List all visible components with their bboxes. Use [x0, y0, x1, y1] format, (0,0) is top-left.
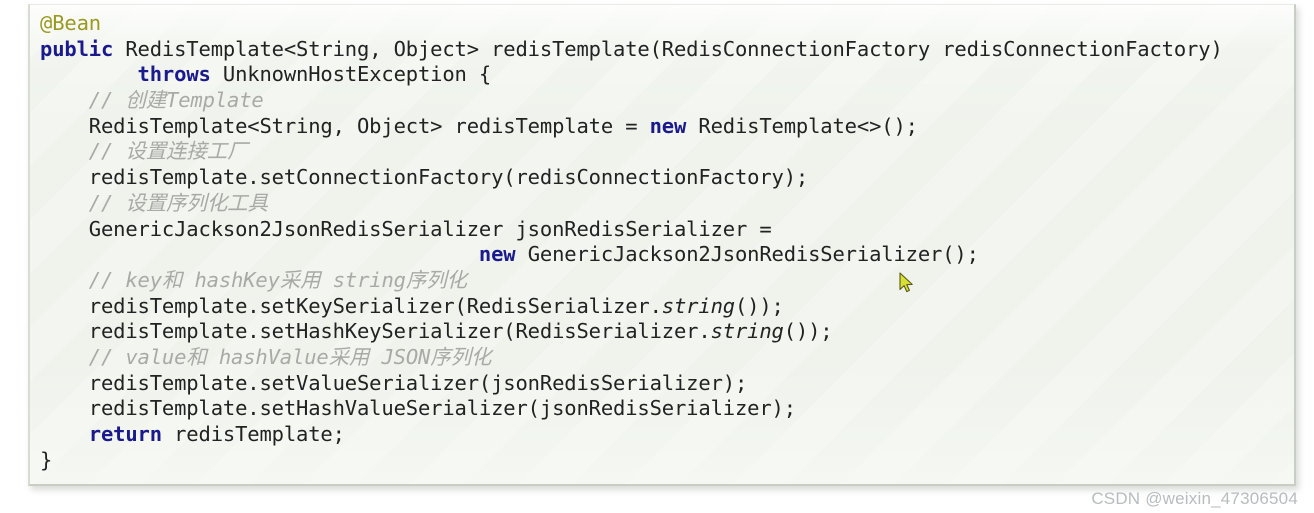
code-line-17-text: redisTemplate; — [161, 422, 345, 446]
comment-value-hashvalue: // value和 hashValue采用 JSON序列化 — [40, 344, 492, 369]
code-line-10: new GenericJackson2JsonRedisSerializer()… — [40, 242, 1290, 268]
code-line-6: // 设置连接工厂 — [40, 139, 1290, 165]
code-line-7-text: redisTemplate.setConnectionFactory(redis… — [40, 165, 809, 190]
code-line-4: // 创建Template — [40, 88, 1290, 114]
comment-key-hashkey: // key和 hashKey采用 string序列化 — [40, 267, 467, 292]
code-line-1: @Bean — [40, 11, 1290, 37]
code-line-5-text-b: RedisTemplate<>(); — [686, 113, 918, 138]
keyword-new-1: new — [649, 113, 687, 138]
code-line-18: } — [40, 448, 1290, 474]
keyword-return: return — [40, 422, 162, 446]
code-line-3-indent — [40, 62, 138, 86]
code-line-13-text-a: redisTemplate.setHashKeySerializer(Redis… — [40, 319, 711, 344]
code-line-17: return redisTemplate; — [40, 422, 1290, 448]
code-line-5: RedisTemplate<String, Object> redisTempl… — [40, 114, 1290, 140]
code-line-12: redisTemplate.setKeySerializer(RedisSeri… — [40, 294, 1290, 320]
keyword-public: public — [40, 36, 114, 61]
code-line-13: redisTemplate.setHashKeySerializer(Redis… — [40, 319, 1290, 345]
arrow-pointer-icon — [899, 272, 913, 293]
code-line-9-text: GenericJackson2JsonRedisSerializer jsonR… — [40, 216, 772, 241]
code-line-2: public RedisTemplate<String, Object> red… — [40, 37, 1290, 63]
method-string-1: string — [661, 293, 735, 318]
code-line-14: // value和 hashValue采用 JSON序列化 — [40, 345, 1290, 371]
code-line-8: // 设置序列化工具 — [40, 191, 1290, 217]
comment-create-template: // 创建Template — [40, 88, 264, 113]
code-line-10-indent — [40, 242, 479, 266]
comment-set-connection-factory: // 设置连接工厂 — [40, 139, 248, 164]
annotation-bean: @Bean — [40, 11, 101, 35]
code-line-12-text-a: redisTemplate.setKeySerializer(RedisSeri… — [40, 293, 662, 318]
method-string-2: string — [710, 319, 784, 344]
csdn-watermark: CSDN @weixin_47306504 — [1091, 489, 1298, 508]
code-line-7: redisTemplate.setConnectionFactory(redis… — [40, 165, 1290, 191]
code-line-11: // key和 hashKey采用 string序列化 — [40, 268, 1290, 294]
code-line-16-text: redisTemplate.setHashValueSerializer(jso… — [40, 396, 796, 421]
code-line-2-text: RedisTemplate<String, Object> redisTempl… — [113, 36, 1223, 61]
keyword-new-2: new — [478, 242, 516, 267]
code-line-16: redisTemplate.setHashValueSerializer(jso… — [40, 396, 1290, 422]
code-line-3: throws UnknownHostException { — [40, 62, 1290, 88]
code-line-18-text: } — [40, 447, 53, 472]
keyword-throws: throws — [137, 62, 211, 87]
code-line-15-text: redisTemplate.setValueSerializer(jsonRed… — [40, 370, 748, 395]
code-line-15: redisTemplate.setValueSerializer(jsonRed… — [40, 371, 1290, 397]
code-line-13-text-b: ()); — [783, 319, 833, 344]
code-line-12-text-b: ()); — [734, 293, 784, 318]
comment-set-serializer: // 设置序列化工具 — [40, 190, 268, 215]
code-line-5-text-a: RedisTemplate<String, Object> redisTempl… — [40, 113, 650, 138]
code-line-9: GenericJackson2JsonRedisSerializer jsonR… — [40, 217, 1290, 243]
code-line-10-text: GenericJackson2JsonRedisSerializer(); — [515, 242, 979, 267]
code-line-3-text: UnknownHostException { — [210, 62, 492, 87]
